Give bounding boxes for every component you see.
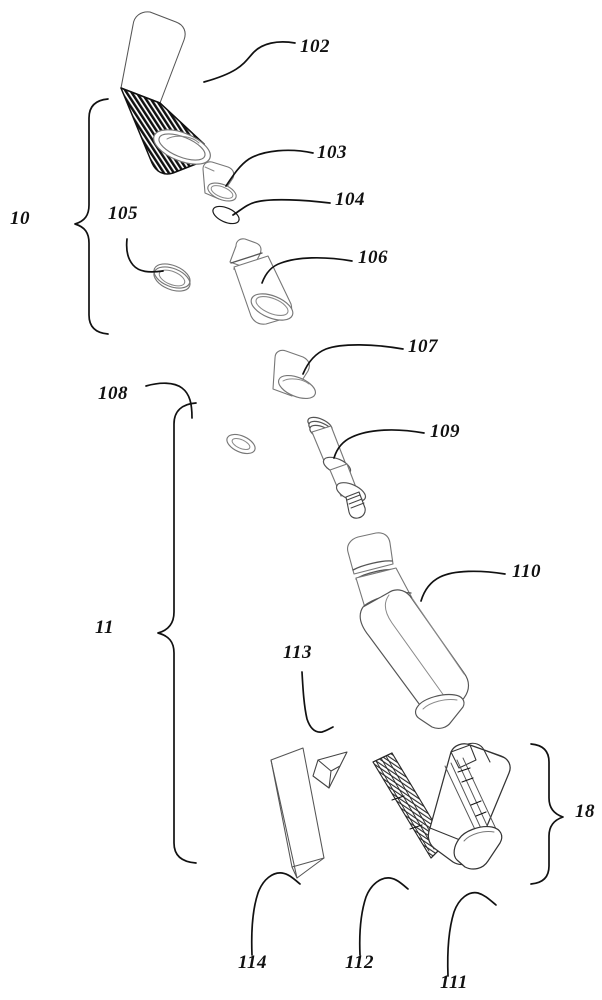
leader-112 xyxy=(358,877,409,956)
bracket-10 xyxy=(74,98,109,335)
component-109-valve-pin xyxy=(307,416,367,519)
leader-113 xyxy=(301,671,334,733)
ref-label-105: 105 xyxy=(108,203,138,224)
leader-109 xyxy=(333,429,425,459)
leader-111 xyxy=(446,891,497,977)
ref-label-114: 114 xyxy=(238,952,267,973)
leader-103 xyxy=(225,149,314,187)
ref-label-110: 110 xyxy=(512,561,541,582)
leader-lines xyxy=(125,41,506,977)
ref-label-107: 107 xyxy=(408,336,439,357)
ref-label-113: 113 xyxy=(283,642,312,663)
ref-label-11: 11 xyxy=(95,617,114,638)
bracket-11 xyxy=(157,402,197,864)
ref-label-111: 111 xyxy=(440,972,468,993)
ref-label-104: 104 xyxy=(335,189,365,210)
component-113-wedge-clip xyxy=(312,751,348,789)
bracket-18 xyxy=(530,743,564,885)
leader-114 xyxy=(250,872,301,956)
reference-labels: 10 102 103 104 105 106 107 108 109 110 1… xyxy=(10,36,595,993)
ref-label-10: 10 xyxy=(10,208,30,229)
ref-label-108: 108 xyxy=(98,383,128,404)
component-110-tank-housing xyxy=(347,532,470,729)
component-103-short-sleeve xyxy=(202,161,237,202)
ref-label-109: 109 xyxy=(430,421,460,442)
ref-label-102: 102 xyxy=(300,36,330,57)
component-104-disc-seal xyxy=(212,205,240,225)
ref-label-112: 112 xyxy=(345,952,374,973)
leader-110 xyxy=(420,570,506,602)
leader-104 xyxy=(232,198,331,216)
leader-108 xyxy=(145,382,193,419)
component-111-battery-cartridge xyxy=(427,742,511,870)
grouping-brackets xyxy=(74,98,564,885)
leader-107 xyxy=(302,344,404,375)
component-105-o-ring-upper xyxy=(153,263,191,292)
leader-102 xyxy=(203,41,296,83)
ref-label-18: 18 xyxy=(575,801,595,822)
component-107-tube-sleeve xyxy=(272,349,317,400)
component-106-connector-body xyxy=(229,238,294,325)
ref-label-103: 103 xyxy=(317,142,347,163)
component-108-o-ring-lower xyxy=(226,433,256,455)
ref-label-106: 106 xyxy=(358,247,388,268)
component-114-flat-panel xyxy=(270,747,325,879)
component-102-knurled-cap xyxy=(120,11,211,175)
leader-106 xyxy=(261,256,353,284)
leader-105 xyxy=(125,238,164,273)
